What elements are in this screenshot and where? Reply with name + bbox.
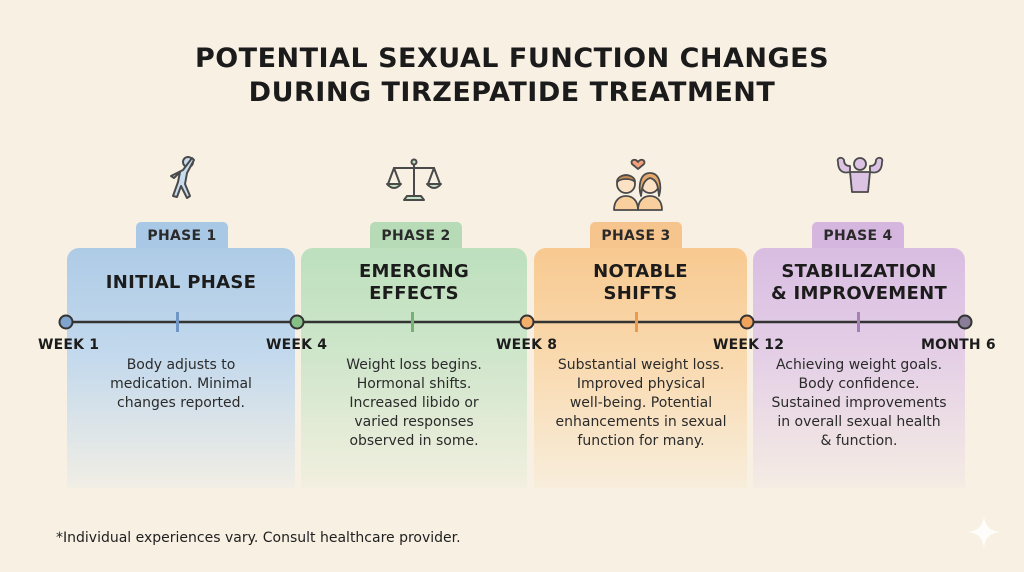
phase-1-panel <box>67 248 295 488</box>
phase-4-description-line: in overall sexual health <box>777 414 941 430</box>
phase-3-description-line: Improved physical <box>576 376 706 392</box>
phase-4-title: STABILIZATION & IMPROVEMENT <box>753 256 965 310</box>
phase-2-description: Weight loss begins. Hormonal shifts. Inc… <box>320 356 508 451</box>
phase-3-description: Substantial weight loss. Improved physic… <box>540 356 742 451</box>
phase-4-description: Achieving weight goals. Body confidence.… <box>756 356 962 451</box>
phase-2-description-line: Hormonal shifts. <box>356 376 472 392</box>
phase-2-tag: PHASE 2 <box>370 222 462 250</box>
phase-4-description-line: Achieving weight goals. <box>775 357 943 373</box>
couple-heart-icon <box>608 156 668 216</box>
page-title: POTENTIAL SEXUAL FUNCTION CHANGES DURING… <box>0 42 1024 110</box>
phase-2-panel <box>301 248 527 488</box>
phase-3-title-line-2: SHIFTS <box>603 283 678 304</box>
phase-1-description-line: changes reported. <box>117 395 245 411</box>
phase-2-title-line-1: EMERGING <box>358 261 470 282</box>
phase-1-title-line-1: INITIAL PHASE <box>105 272 257 293</box>
title-line-2: DURING TIRZEPATIDE TREATMENT <box>248 77 776 108</box>
phase-3-tag: PHASE 3 <box>590 222 682 250</box>
phase-3-title: NOTABLE SHIFTS <box>534 256 747 310</box>
title-line-1: POTENTIAL SEXUAL FUNCTION CHANGES <box>194 43 830 74</box>
phase-1-tag: PHASE 1 <box>136 222 228 250</box>
phase-4-description-line: & function. <box>820 433 898 449</box>
timeline-label-week-8: WEEK 8 <box>496 337 558 353</box>
phase-1-description-line: medication. Minimal <box>110 376 252 392</box>
sparkle-icon <box>966 514 1002 550</box>
timeline-label-month-6: MONTH 6 <box>921 337 996 353</box>
phase-2-title: EMERGING EFFECTS <box>301 256 527 310</box>
phase-1-description-line: Body adjusts to <box>126 357 236 373</box>
phase-4-description-line: Sustained improvements <box>771 395 947 411</box>
phase-3-panel <box>534 248 747 488</box>
phase-2-description-line: Weight loss begins. <box>346 357 482 373</box>
timeline-label-week-12: WEEK 12 <box>713 337 785 353</box>
phase-4-title-line-2: & IMPROVEMENT <box>770 283 948 304</box>
phase-2-description-line: observed in some. <box>349 433 479 449</box>
phase-4-panel <box>753 248 965 488</box>
phase-3-description-line: enhancements in sexual <box>555 414 727 430</box>
timeline-label-week-1: WEEK 1 <box>38 337 100 353</box>
phase-1-title: INITIAL PHASE <box>67 256 295 310</box>
phase-4-description-line: Body confidence. <box>798 376 920 392</box>
phase-4-tag: PHASE 4 <box>812 222 904 250</box>
phase-2-description-line: varied responses <box>354 414 474 430</box>
phase-3-description-line: function for many. <box>577 433 705 449</box>
phase-3-description-line: well-being. Potential <box>569 395 713 411</box>
phase-3-description-line: Substantial weight loss. <box>557 357 725 373</box>
stretching-person-icon <box>150 152 210 212</box>
phase-1-description: Body adjusts to medication. Minimal chan… <box>97 356 265 413</box>
balance-scale-icon <box>384 152 444 212</box>
phase-3-title-line-1: NOTABLE <box>593 261 688 282</box>
phase-2-description-line: Increased libido or <box>349 395 479 411</box>
timeline-label-week-4: WEEK 4 <box>266 337 328 353</box>
phase-4-title-line-1: STABILIZATION <box>781 261 937 282</box>
phase-2-title-line-2: EFFECTS <box>369 283 459 304</box>
flexing-person-icon <box>830 150 890 210</box>
footnote: *Individual experiences vary. Consult he… <box>56 530 461 546</box>
